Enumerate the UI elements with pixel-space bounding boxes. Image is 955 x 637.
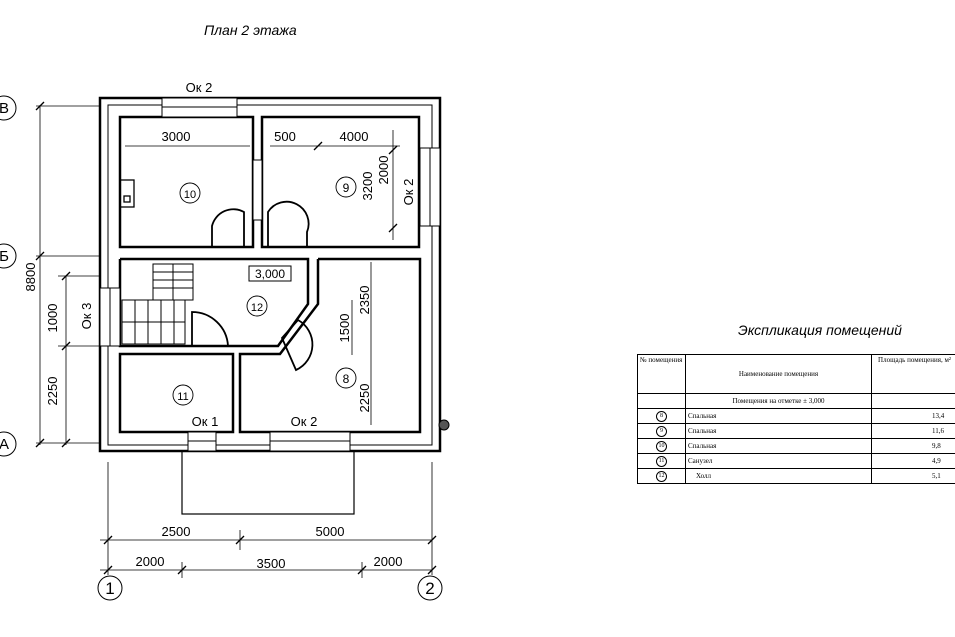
- axis-label-1: 1: [105, 579, 114, 598]
- dim-3500: 3500: [257, 556, 286, 571]
- balcony: [181, 450, 355, 515]
- room-area-cell: 4,9: [871, 453, 955, 469]
- door-10: [211, 208, 245, 247]
- room-number-circles: [172, 176, 357, 406]
- window-label-bottom-small: Ок 1: [192, 414, 219, 429]
- level-mark-text: 3,000: [255, 267, 285, 281]
- room-number-12: 12: [251, 302, 263, 314]
- room-name-cell: Санузел: [685, 453, 872, 469]
- dim-1500: 1500: [337, 314, 352, 343]
- room-8-walls: [238, 257, 422, 434]
- room-number-cell: 10: [656, 440, 667, 452]
- room-number-cell: 12: [656, 470, 667, 482]
- axis-label-b: Б: [0, 248, 9, 265]
- explication-table: № помещения Наименование помещения Площа…: [637, 354, 955, 484]
- axis-circle-b: [0, 243, 17, 269]
- room-area-cell: 5,1: [871, 468, 955, 484]
- room-area-cell: 11,6: [871, 423, 955, 439]
- axis-circle-v: [0, 95, 17, 121]
- stove-symbol: [119, 179, 135, 208]
- room-number-11: 11: [177, 391, 188, 403]
- window-label-right: Ок 2: [401, 179, 416, 206]
- room-name-cell: Спальная: [685, 408, 872, 424]
- room-name-cell: Холл: [685, 468, 872, 484]
- axis-label-a: А: [0, 436, 9, 453]
- dim-1000: 1000: [45, 304, 60, 333]
- room-number-8: 8: [343, 372, 350, 386]
- room-number-10: 10: [184, 189, 196, 201]
- dimension-lines: [36, 105, 433, 578]
- axis-circle-a: [0, 431, 17, 457]
- table-row: 12 Холл 5,1: [637, 468, 955, 484]
- explication-subheader-row: Помещения на отметке ± 3,000: [637, 393, 955, 409]
- axis-markers: [0, 95, 443, 601]
- table-row: 9 Спальная 11,6: [637, 423, 955, 439]
- dim-2000-bottom-right: 2000: [374, 554, 403, 569]
- room-number-9: 9: [343, 181, 350, 195]
- header-number: № помещения: [637, 354, 686, 394]
- table-row: 8 Спальная 13,4: [637, 408, 955, 424]
- axis-label-v: В: [0, 100, 9, 117]
- table-row: 11 Санузел 4,9: [637, 453, 955, 469]
- room-name-cell: Спальная: [685, 438, 872, 454]
- room-number-cell: 9: [656, 425, 667, 437]
- level-mark-box: [248, 265, 292, 282]
- axis-circle-2: [417, 575, 443, 601]
- partition: [252, 159, 263, 221]
- header-area: Площадь помещения, м²: [871, 354, 955, 394]
- room-11-walls: [118, 352, 235, 434]
- dim-3200: 3200: [360, 172, 375, 201]
- axis-circle-1: [97, 575, 123, 601]
- table-row: 10 Спальная 9,8: [637, 438, 955, 454]
- stairs: [121, 263, 194, 345]
- dimension-ticks: [35, 101, 437, 575]
- dim-500: 500: [274, 129, 296, 144]
- doors: [191, 200, 314, 372]
- explication-title: Экспликация помещений: [738, 322, 902, 338]
- dim-2250-right: 2250: [357, 384, 372, 413]
- door-8: [280, 318, 314, 372]
- header-name: Наименование помещения: [685, 354, 872, 394]
- windows: [99, 97, 441, 452]
- door-9: [267, 200, 310, 247]
- dim-2350: 2350: [357, 286, 372, 315]
- axis-label-2: 2: [425, 579, 434, 598]
- drain-point: [438, 419, 450, 431]
- room-area-cell: 9,8: [871, 438, 955, 454]
- room-number-cell: 11: [656, 455, 667, 467]
- dim-2250-left: 2250: [45, 377, 60, 406]
- room-number-cell: 8: [656, 410, 667, 422]
- dim-3000: 3000: [162, 129, 191, 144]
- window-label-bottom-large: Ок 2: [291, 414, 318, 429]
- dim-4000: 4000: [340, 129, 369, 144]
- subheader-text: Помещения на отметке ± 3,000: [685, 393, 872, 409]
- explication-header-row: № помещения Наименование помещения Площа…: [637, 354, 955, 394]
- dim-2000-bottom-left: 2000: [136, 554, 165, 569]
- room-area-cell: 13,4: [871, 408, 955, 424]
- plan-title: План 2 этажа: [204, 22, 297, 38]
- dim-2000-vertical: 2000: [376, 156, 391, 185]
- dim-2500: 2500: [162, 524, 191, 539]
- door-11: [191, 311, 229, 347]
- room-name-cell: Спальная: [685, 423, 872, 439]
- window-label-top: Ок 2: [186, 80, 213, 95]
- dim-5000: 5000: [316, 524, 345, 539]
- window-label-left: Ок 3: [79, 303, 94, 330]
- dim-8800: 8800: [23, 263, 38, 292]
